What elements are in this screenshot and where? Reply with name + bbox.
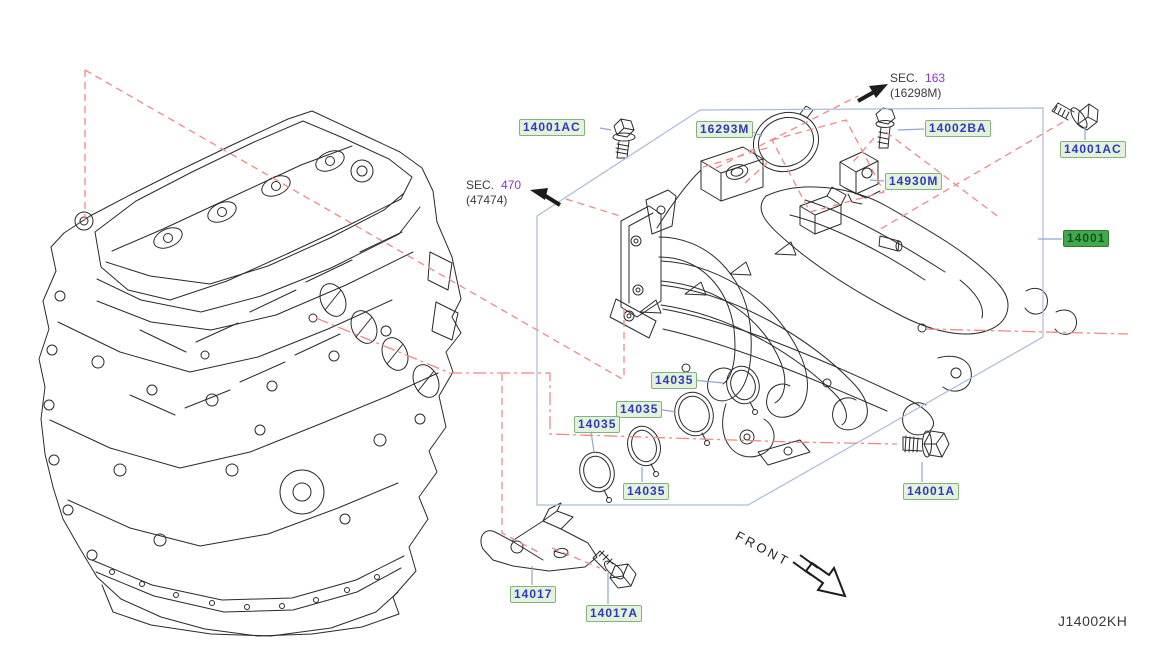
- part-label-14001a-10[interactable]: 14001A: [903, 483, 960, 500]
- oil-pan-bolts: [109, 569, 380, 610]
- sec-163-arrow: [857, 84, 888, 103]
- part-label-14001ac-0[interactable]: 14001AC: [519, 119, 585, 136]
- engine-line-art: [38, 110, 462, 637]
- sec-470-reference: (47474): [466, 193, 508, 207]
- part-label-14017-11[interactable]: 14017: [510, 586, 557, 603]
- gasket-14035-4: [579, 451, 615, 503]
- intake-ports: [319, 283, 440, 398]
- sec-470-arrow: [530, 188, 562, 207]
- sec-163-reference: (16298M): [890, 86, 942, 100]
- diagram-code: J14002KH: [1058, 613, 1128, 629]
- sensor-14930m: [839, 151, 881, 205]
- selection-box: [536, 107, 1044, 506]
- gasket-14035-2: [674, 391, 714, 446]
- gasket-14035-3: [627, 425, 661, 477]
- bolt-14002ba: [875, 107, 896, 149]
- part-label-14035-6[interactable]: 14035: [651, 372, 698, 389]
- part-label-14035-7[interactable]: 14035: [616, 401, 663, 418]
- sec-163-number: 163: [925, 71, 946, 85]
- front-arrow: [792, 554, 847, 598]
- gasket-16293m: [753, 105, 819, 173]
- intake-manifold-art: [609, 146, 1077, 466]
- part-label-16293m-1[interactable]: 16293M: [696, 121, 754, 138]
- spark-plug-ports: [153, 150, 345, 249]
- bolt-14001ac-left: [612, 118, 636, 159]
- part-label-14930m-3[interactable]: 14930M: [885, 173, 943, 190]
- projection-lines-red: [84, 69, 1129, 569]
- bracket-14017: [480, 502, 598, 572]
- sec-470-callout: SEC. 470 (47474): [466, 178, 521, 208]
- sec-470-number: 470: [501, 178, 522, 192]
- block-bosses: [91, 313, 426, 547]
- part-label-14001ac-4[interactable]: 14001AC: [1060, 141, 1126, 158]
- bolt-14001ac-right: [1051, 102, 1099, 131]
- bolt-14017a: [592, 550, 637, 589]
- part-label-14001-5[interactable]: 14001: [1063, 230, 1110, 247]
- leader-lines: [531, 126, 1086, 604]
- sec-470-prefix: SEC.: [466, 178, 495, 192]
- part-label-14035-9[interactable]: 14035: [623, 483, 670, 500]
- part-label-14035-8[interactable]: 14035: [574, 416, 621, 433]
- gasket-14035-1: [726, 365, 760, 415]
- sec-163-callout: SEC. 163 (16298M): [890, 71, 945, 101]
- part-label-14002ba-2[interactable]: 14002BA: [925, 120, 991, 137]
- sec-163-prefix: SEC.: [890, 71, 919, 85]
- part-label-14017a-12[interactable]: 14017A: [586, 605, 643, 622]
- bolt-14001a: [902, 430, 950, 458]
